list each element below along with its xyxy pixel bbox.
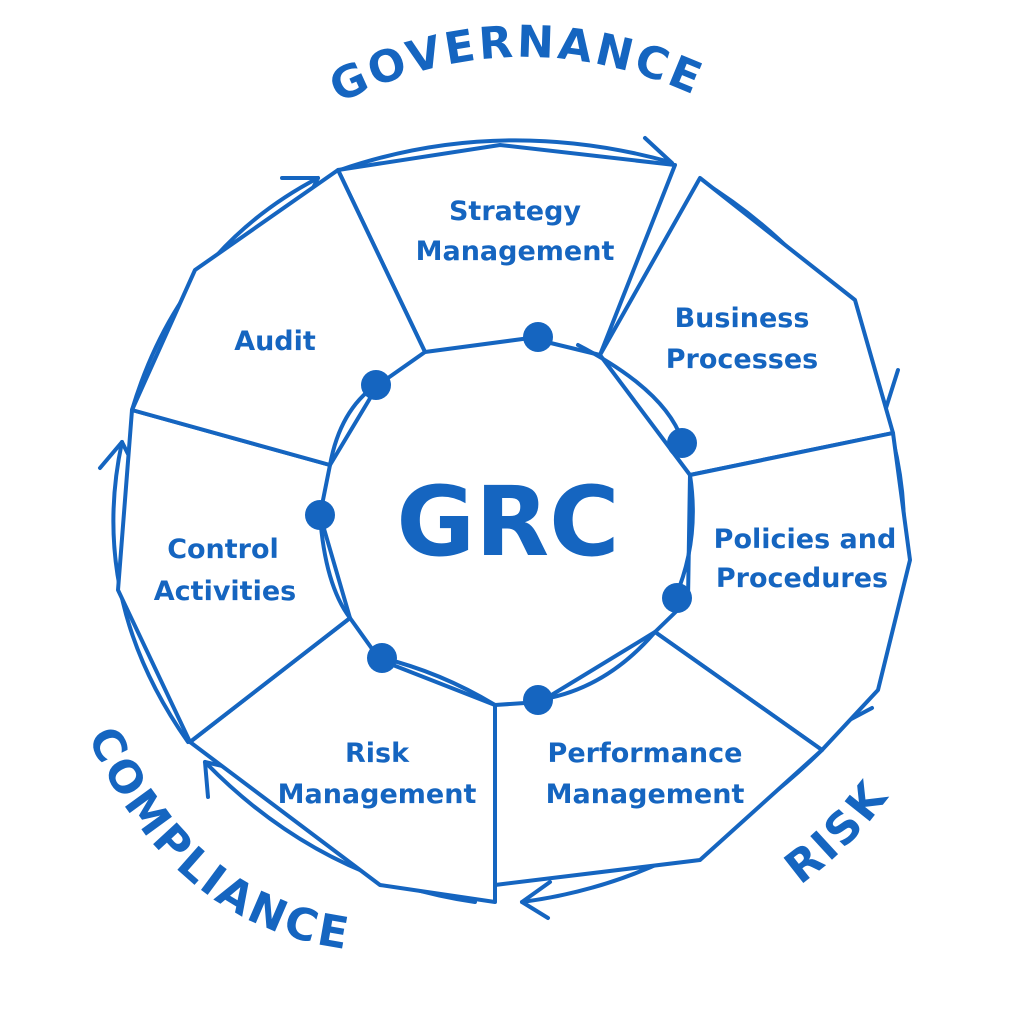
- label-risk-mgmt-line1: Risk: [345, 738, 410, 769]
- label-strategy-line2: Management: [416, 236, 615, 267]
- label-performance-line2: Management: [546, 779, 745, 810]
- segment-labels: Strategy Management Business Processes P…: [154, 196, 897, 810]
- arrowhead-risk: [520, 880, 552, 920]
- ring-dot: [667, 428, 697, 458]
- arrow-governance: [338, 138, 672, 172]
- ring-dot: [367, 643, 397, 673]
- label-control-line1: Control: [167, 534, 279, 565]
- label-business-line1: Business: [675, 303, 810, 334]
- label-audit: Audit: [234, 326, 316, 357]
- inner-ring: [305, 322, 697, 715]
- outer-label-governance-text: GOVERNANCE: [322, 16, 708, 113]
- outer-label-risk: RISK: [775, 770, 898, 894]
- ring-dot: [523, 322, 553, 352]
- label-risk-mgmt-line2: Management: [278, 779, 477, 810]
- label-performance-line1: Performance: [548, 738, 743, 769]
- segments: [116, 143, 912, 904]
- ring-arc: [576, 343, 684, 442]
- ring-dot: [361, 370, 391, 400]
- label-business-line2: Processes: [666, 344, 819, 375]
- ring-dot: [305, 500, 335, 530]
- label-control-line2: Activities: [154, 576, 296, 607]
- ring-dot: [662, 583, 692, 613]
- outer-label-governance: GOVERNANCE: [322, 16, 711, 113]
- label-policies-line2: Procedures: [716, 563, 888, 594]
- label-strategy-line1: Strategy: [449, 196, 581, 227]
- outer-label-risk-text: RISK: [775, 770, 895, 894]
- label-policies-line1: Policies and: [714, 524, 897, 555]
- center-label: GRC: [396, 466, 619, 578]
- ring-dot: [523, 685, 553, 715]
